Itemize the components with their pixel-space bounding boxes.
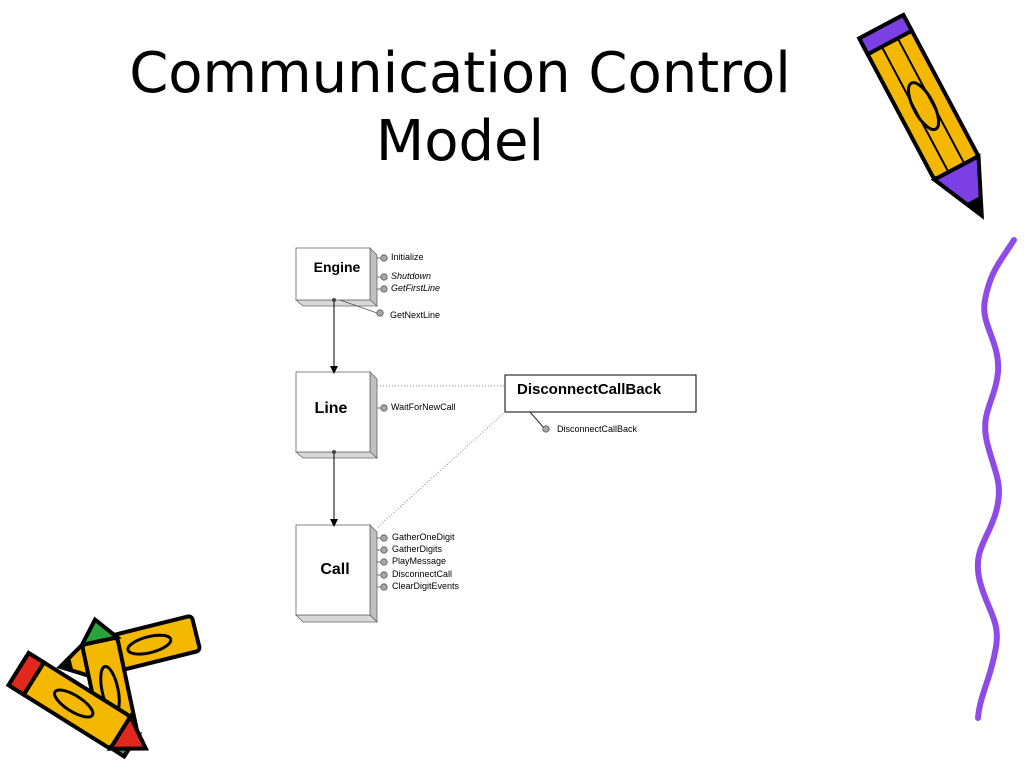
line-method-connectors <box>377 404 388 412</box>
slide-title-line-2: Model <box>375 109 545 174</box>
disconnect-callback-box <box>504 374 697 413</box>
pencils-bottom-left-icon <box>5 614 202 760</box>
engine-method-connectors <box>339 254 388 317</box>
call-box <box>295 524 378 623</box>
call-method-gatherdigits: GatherDigits <box>392 544 443 554</box>
line-method-waitfornewcall: WaitForNewCall <box>391 402 456 412</box>
call-method-connectors <box>377 534 388 591</box>
engine-method-initialize: Initialize <box>391 252 424 262</box>
call-method-cleardigitevents: ClearDigitEvents <box>392 581 460 591</box>
engine-box <box>294 247 379 307</box>
call-method-playmessage: PlayMessage <box>392 556 447 566</box>
line-label: Line <box>314 400 348 417</box>
squiggle-decoration <box>974 237 1017 721</box>
engine-label: Engine <box>313 259 361 275</box>
slide-title-line-1: Communication Control <box>129 41 791 106</box>
callback-method-connector <box>529 411 550 433</box>
disconnect-callback-label: DisconnectCallBack <box>517 381 662 398</box>
line-box <box>294 371 379 459</box>
call-method-gatheronedigit: GatherOneDigit <box>392 532 455 542</box>
engine-method-getfirstline: GetFirstLine <box>391 283 441 293</box>
call-label: Call <box>320 561 350 578</box>
engine-method-getnextline: GetNextLine <box>390 310 441 320</box>
engine-method-shutdown: Shutdown <box>391 271 432 281</box>
callback-method-disconnectcallback: DisconnectCallBack <box>557 424 638 434</box>
call-method-disconnectcall: DisconnectCall <box>392 569 453 579</box>
pencil-top-right-icon <box>856 12 984 220</box>
slide-title: Communication Control Model <box>80 40 840 176</box>
